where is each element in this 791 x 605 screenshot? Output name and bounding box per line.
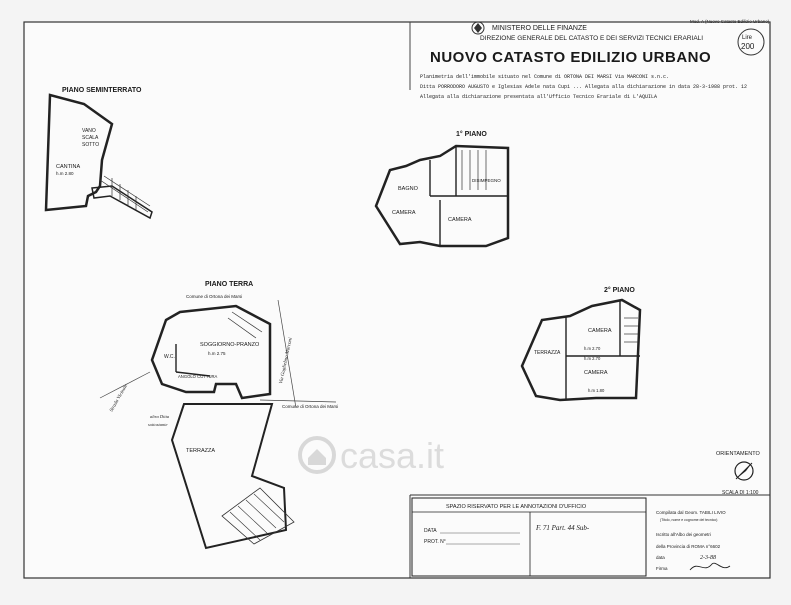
secondo-camera2-label: CAMERA <box>584 370 608 376</box>
sheet-frame <box>23 21 771 579</box>
compiler-line-2: (Titolo, nome e cognome del tecnico) <box>660 518 717 522</box>
terra-terrazza-label: TERRAZZA <box>186 448 215 454</box>
terra-wc-label: W.C. <box>164 354 175 360</box>
primo-bagno-label: BAGNO <box>398 186 419 192</box>
ministry-text: MINISTERO DELLE FINANZE <box>492 25 587 32</box>
compiler-sign-label: Firma <box>656 566 668 571</box>
secondo-camera1-label: CAMERA <box>588 328 612 334</box>
terra-altra-ditta: altra Ditta <box>150 414 170 419</box>
terra-comune2: Comune di Ortona dei Marsi <box>282 404 338 409</box>
direction-text: DIREZIONE GENERALE DEL CATASTO E DEI SER… <box>480 35 703 42</box>
office-box-title: SPAZIO RISERVATO PER LE ANNOTAZIONI D'UF… <box>446 504 587 510</box>
compiler-date-value: 2-3-88 <box>700 555 716 561</box>
scale-label: SCALA DI 1:100 <box>722 490 759 496</box>
model-note: Mod. A (Nuovo Catasto Edilizio Urbano) <box>690 19 770 24</box>
plan-seminterrato-title: PIANO SEMINTERRATO <box>62 87 142 94</box>
revenue-stamp: Lire 200 <box>737 28 765 56</box>
compiler-block: Compilata dal Geom. TABILI LIVIO (Titolo… <box>656 510 731 571</box>
document-title: NUOVO CATASTO EDILIZIO URBANO <box>430 49 711 66</box>
plan-terra-title: PIANO TERRA <box>205 281 253 288</box>
semi-scala-label: SCALA <box>82 135 99 141</box>
plan-terra-subtitle: Comune di Ortona dei Marsi <box>186 294 242 299</box>
primo-camera2-label: CAMERA <box>448 217 472 223</box>
header-line-3: Allegata alla dichiarazione presentata a… <box>420 94 657 100</box>
orientation-label: ORIENTAMENTO <box>716 451 761 457</box>
terra-soggiorno-label: SOGGIORNO-PRANZO <box>200 342 260 348</box>
stamp-lire: Lire <box>742 35 753 41</box>
compiler-date-label: data <box>656 555 665 560</box>
compass-icon <box>734 461 754 481</box>
orientation-block: ORIENTAMENTO SCALA DI 1:100 <box>716 451 761 496</box>
header-line-1: Planimetria dell'immobile situato nel Co… <box>420 74 669 80</box>
header-block: MINISTERO DELLE FINANZE DIREZIONE GENERA… <box>420 19 770 100</box>
office-ref: F. 71 Part. 44 Sub- <box>535 524 590 532</box>
plan-secondo: 2° PIANO CAMERA h.m 2.70 h.m 2.70 CAMERA… <box>520 286 642 402</box>
emblem-icon <box>471 21 485 35</box>
semi-vano-label: VANO <box>82 128 96 134</box>
signature-scribble <box>689 562 731 571</box>
terra-room-height: h.m 2.75 <box>208 351 226 356</box>
watermark: casa.it <box>298 435 444 476</box>
plan-secondo-title: 2° PIANO <box>604 286 635 294</box>
house-logo-icon <box>298 436 336 474</box>
secondo-h2: h.m 2.70 <box>584 356 601 361</box>
secondo-h1: h.m 2.70 <box>584 346 601 351</box>
plan-primo: 1° PIANO BAGNO DISIMPEGNO CAMERA CAMERA <box>374 130 510 248</box>
office-data-label: DATA <box>424 528 437 534</box>
compiler-line-3: Iscritto all'Albo dei geometri <box>656 532 711 537</box>
terra-sottostante: sottostante <box>148 422 168 427</box>
plan-primo-title: 1° PIANO <box>456 130 487 138</box>
semi-cantina-label: CANTINA <box>56 164 80 170</box>
compiler-line-1: Compilata dal Geom. TABILI LIVIO <box>656 510 726 515</box>
stamp-value: 200 <box>741 42 755 51</box>
office-box: SPAZIO RISERVATO PER LE ANNOTAZIONI D'UF… <box>411 497 647 577</box>
header-line-2: Ditta PORRODORO AUGUSTO e Iglesias Adele… <box>420 84 747 90</box>
plan-seminterrato: PIANO SEMINTERRATO VANO SCALA SOTTO CANT… <box>44 87 153 220</box>
office-prot-label: PROT. N° <box>424 539 446 545</box>
watermark-text: casa.it <box>340 435 444 476</box>
secondo-h3: h.m 1.80 <box>588 388 605 393</box>
compiler-line-4: della Provincia di ROMA n°6602 <box>656 544 721 549</box>
semi-cantina-height: h.m 2.80 <box>56 171 74 176</box>
semi-sotto-label: SOTTO <box>82 142 99 148</box>
terra-cucina-label: ANGOLO COTTURA <box>178 374 218 379</box>
primo-disimpegno-label: DISIMPEGNO <box>472 178 501 183</box>
primo-camera1-label: CAMERA <box>392 210 416 216</box>
secondo-terrazza-label: TERRAZZA <box>534 350 561 356</box>
